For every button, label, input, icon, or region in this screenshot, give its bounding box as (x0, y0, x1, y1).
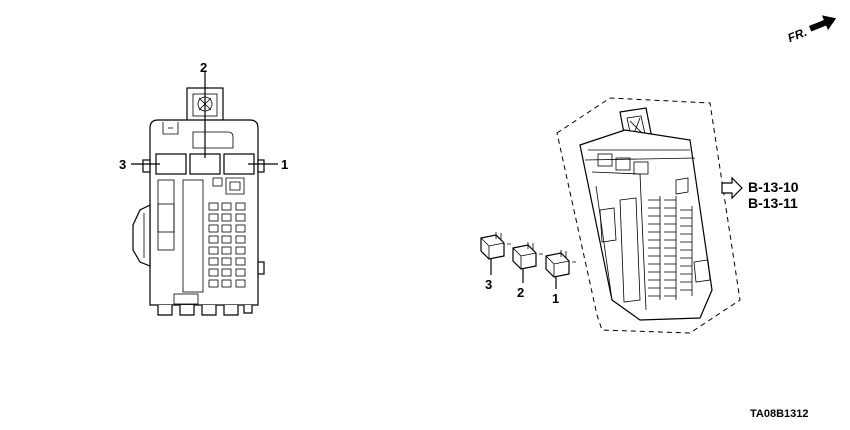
callout-relay-1: 1 (552, 291, 559, 306)
relay-socket-3 (155, 153, 187, 175)
diagram-code: TA08B1312 (750, 408, 809, 420)
direction-label: FR. (786, 25, 809, 45)
fuse-rows (648, 196, 693, 300)
callout-relay-center: 2 (200, 60, 207, 75)
callout-relay-2: 2 (517, 285, 524, 300)
reference-b-13-11: B-13-11 (748, 195, 798, 211)
fuse-box-perspective-view: B-13-10 B-13-11 3 2 1 (480, 97, 799, 334)
callout-relay-right: 1 (281, 157, 288, 172)
relay-1: 1 (545, 250, 576, 306)
relay-3: 3 (480, 232, 511, 292)
fuse-box-front-view: 2 3 1 (119, 60, 288, 316)
relay-2: 2 (512, 242, 543, 300)
fuse-grid (208, 202, 246, 288)
callout-relay-3: 3 (485, 277, 492, 292)
reference-b-13-10: B-13-10 (748, 179, 799, 195)
callout-relay-left: 3 (119, 157, 126, 172)
hollow-arrow-icon (721, 176, 743, 200)
direction-indicator: FR. (786, 15, 837, 45)
arrow-right-icon (809, 15, 837, 32)
